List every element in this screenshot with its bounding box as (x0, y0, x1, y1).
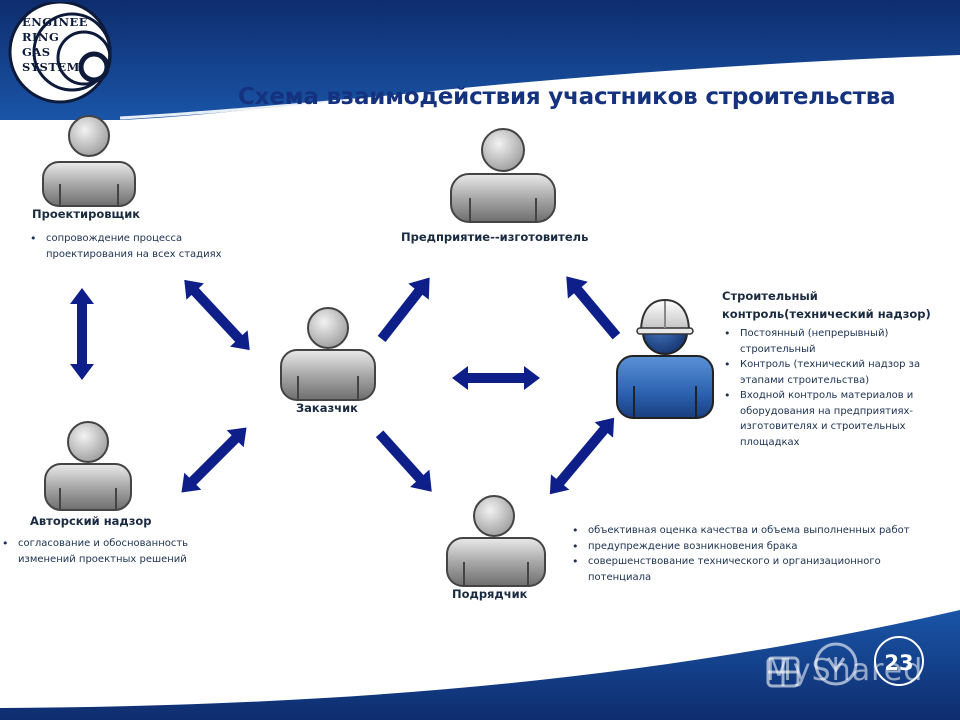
logo-text: ENGINEE RING GAS SYSTEM (22, 15, 88, 75)
designer-bullets: сопровождение процесса проектирования на… (30, 231, 250, 262)
customer-control-double-arrow-icon (452, 366, 540, 390)
author-supervision-label: Авторский надзор (30, 514, 152, 528)
logo-line: ENGINEE (22, 15, 89, 29)
logo-line: GAS (22, 45, 51, 59)
contractor-control-double-arrow-icon (549, 417, 615, 495)
construction-control-label-line2: контроль(технический надзор) (722, 307, 931, 321)
author-customer-double-arrow-icon (181, 427, 247, 493)
construction-control-worker-helmet-icon (616, 298, 714, 419)
logo-emblem (8, 2, 112, 104)
author-supervision-bullets: согласование и обоснованность изменений … (2, 536, 237, 567)
header-band (0, 0, 960, 120)
footer-band (0, 610, 960, 720)
customer-person-icon (280, 307, 376, 401)
designer-author-double-arrow-icon (70, 288, 94, 380)
list-item: предупреждение возникновения брака (572, 539, 912, 555)
list-item: согласование и обоснованность изменений … (2, 536, 237, 567)
list-item: совершенствование технического и организ… (572, 554, 912, 585)
author-supervision-person-icon (44, 421, 132, 511)
logo-line: RING (22, 30, 60, 44)
construction-control-bullets: Постоянный (непрерывный) строительный Ко… (724, 326, 924, 450)
control-manufacturer-arrow-icon (566, 276, 621, 340)
manufacturer-person-icon (450, 128, 556, 223)
list-item: объективная оценка качества и объема вып… (572, 523, 912, 539)
watermark-grid-icon (766, 656, 800, 688)
manufacturer-label: Предприятие--изготовитель (401, 230, 589, 244)
customer-manufacturer-arrow-icon (377, 277, 430, 343)
page-number: 23 (874, 636, 924, 686)
designer-customer-double-arrow-icon (184, 279, 250, 351)
list-item: Контроль (технический надзор за этапами … (724, 357, 924, 388)
contractor-bullets: объективная оценка качества и объема вып… (572, 523, 912, 585)
contractor-label: Подрядчик (452, 587, 528, 601)
designer-person-icon (42, 115, 136, 207)
construction-control-label-line1: Строительный (722, 289, 818, 303)
slide-title: Схема взаимодействия участников строител… (238, 84, 896, 110)
list-item: Входной контроль материалов и оборудован… (724, 388, 924, 450)
customer-contractor-arrow-icon (375, 430, 432, 492)
customer-label: Заказчик (296, 401, 358, 415)
designer-label: Проектировщик (32, 207, 141, 221)
logo-line: SYSTEM (22, 60, 80, 74)
list-item: Постоянный (непрерывный) строительный (724, 326, 924, 357)
list-item: сопровождение процесса проектирования на… (30, 231, 250, 262)
contractor-person-icon (446, 495, 546, 587)
watermark-play-icon (814, 642, 858, 686)
